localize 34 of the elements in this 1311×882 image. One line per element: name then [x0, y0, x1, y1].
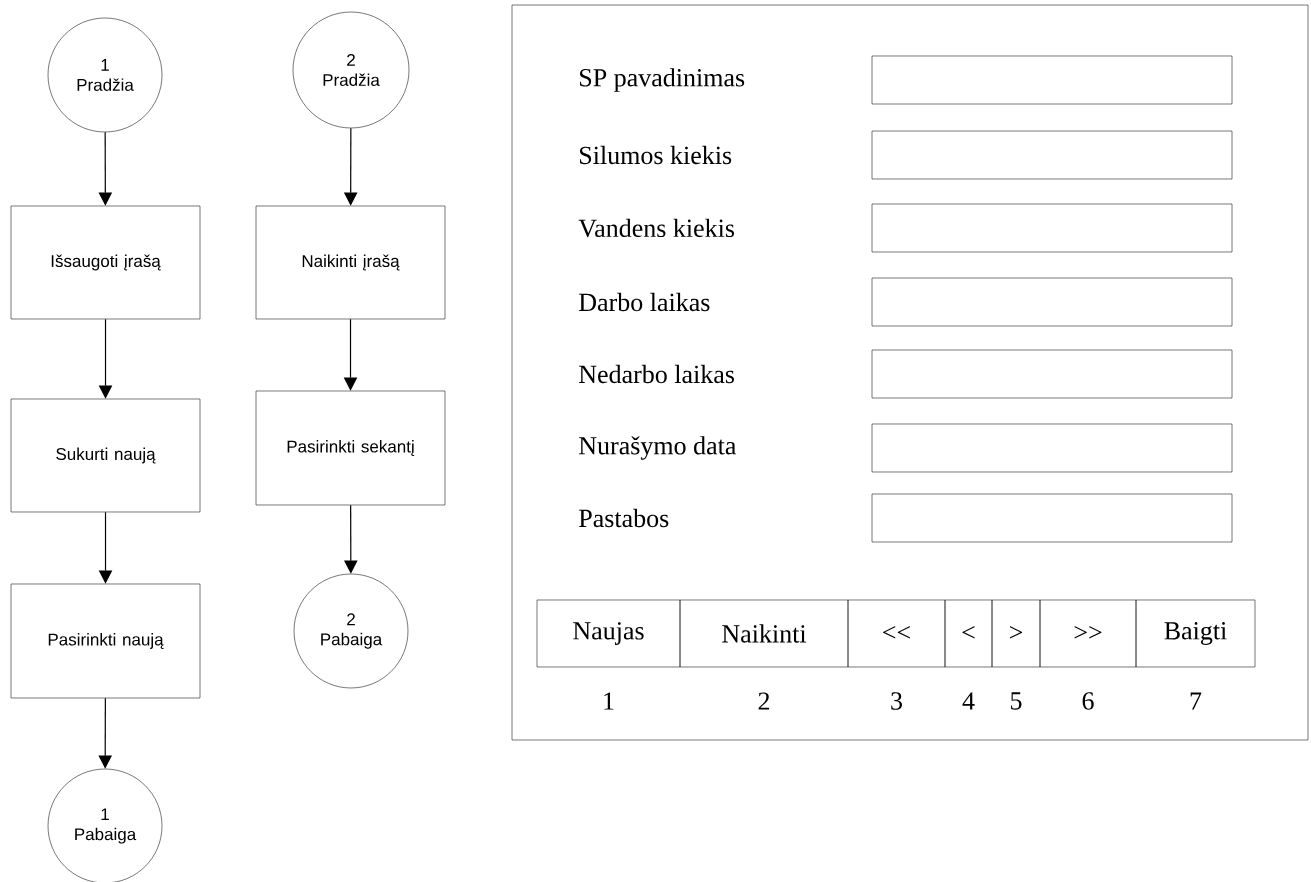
form-button: Baigti	[1135, 599, 1256, 668]
process-box: Išsaugoti įrašą	[10, 205, 201, 320]
field-label: Darbo laikas	[579, 292, 710, 312]
button-number: 7	[1190, 692, 1202, 710]
button-number: 5	[1011, 692, 1022, 710]
button-number: 3	[891, 692, 902, 710]
input-field	[871, 277, 1233, 327]
field-label: Nedarbo laikas	[579, 364, 734, 384]
input-field	[871, 493, 1233, 543]
form-button: >	[991, 599, 1041, 668]
input-field	[871, 130, 1233, 180]
process-box: Pasirinkti sekantį	[255, 390, 446, 506]
process-box: Sukurti naują	[10, 398, 201, 513]
process-box: Naikinti įrašą	[255, 205, 446, 320]
button-number: 2	[758, 692, 770, 710]
button-number: 6	[1082, 692, 1094, 710]
field-label: Silumos kiekis	[580, 145, 732, 165]
field-label: SP pavadinimas	[580, 68, 745, 92]
input-field	[871, 203, 1233, 253]
button-number: 1	[604, 692, 614, 710]
form-button: <<	[847, 599, 946, 668]
form-button: Naikinti	[679, 599, 849, 668]
field-label: Vandens kiekis	[578, 218, 735, 238]
button-number: 4	[962, 692, 975, 710]
input-field	[871, 349, 1233, 399]
form-button: Naujas	[536, 599, 681, 668]
process-box: Pasirinkti naują	[10, 583, 201, 699]
form-button: <	[944, 599, 993, 668]
input-field	[871, 423, 1233, 473]
form-button: >>	[1039, 599, 1137, 668]
input-field	[871, 55, 1233, 105]
field-label: Pastabos	[579, 508, 669, 528]
form-panel	[511, 4, 1309, 741]
field-label: Nurašymo data	[579, 436, 737, 460]
